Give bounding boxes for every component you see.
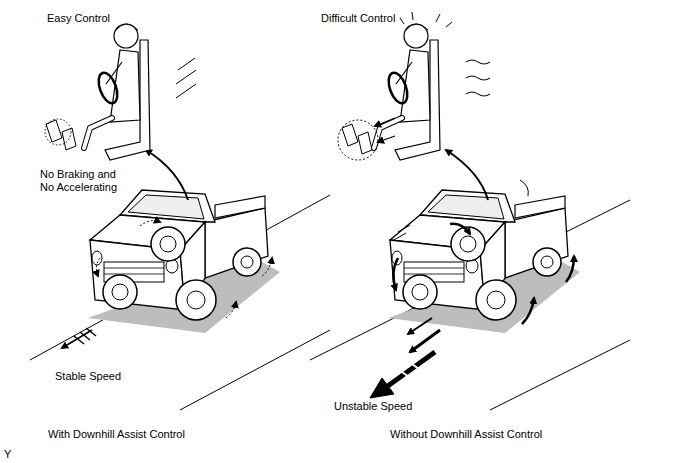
figure-code: Y bbox=[4, 448, 11, 461]
pedal-note: No Braking and No Accelerating bbox=[40, 168, 128, 194]
panel-title: Difficult Control bbox=[321, 12, 395, 25]
panel-caption: With Downhill Assist Control bbox=[48, 428, 185, 441]
speed-label: Stable Speed bbox=[55, 370, 121, 383]
panel-title: Easy Control bbox=[47, 12, 110, 25]
panel-caption: Without Downhill Assist Control bbox=[390, 428, 542, 441]
speed-label: Unstable Speed bbox=[334, 400, 412, 413]
